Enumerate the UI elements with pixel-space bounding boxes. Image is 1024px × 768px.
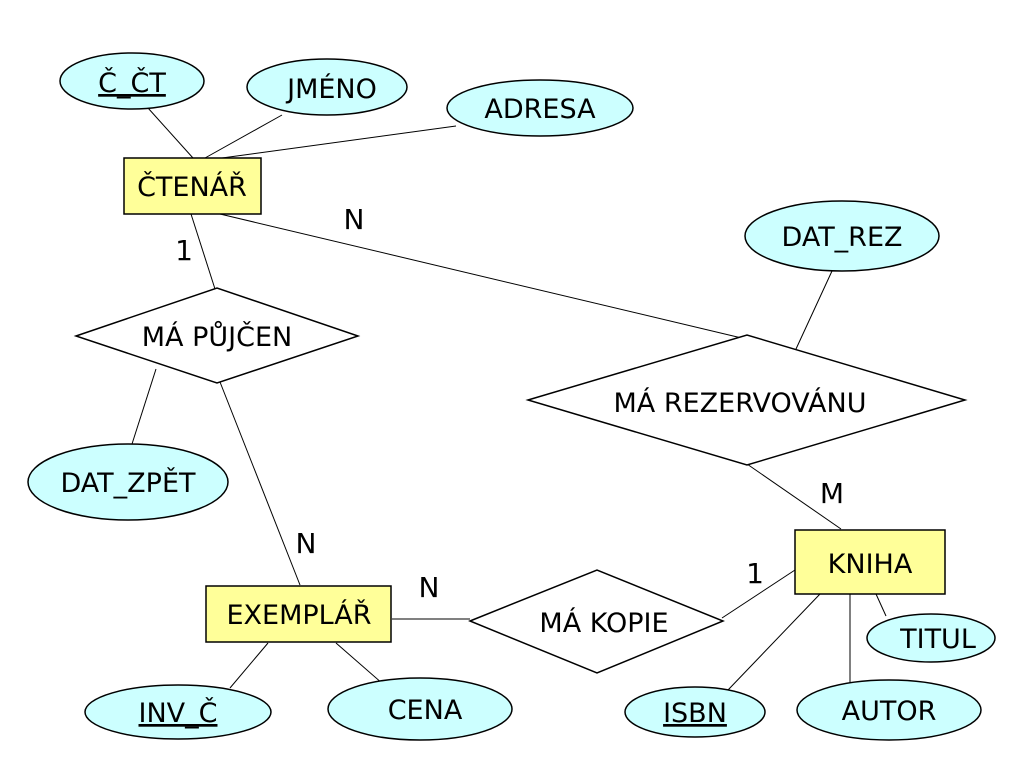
connector-lines [131,107,887,691]
cardinality-ctenar-rezerv: N [344,203,365,236]
attribute-dat-rez-label: DAT_REZ [782,222,903,253]
line-exemplar-cena [335,642,384,685]
attribute-jmeno-label: JMÉNO [285,73,377,105]
attribute-adresa-label: ADRESA [484,94,596,125]
attribute-inv-c-label: INV_Č [139,697,218,729]
relationship-ma-rezervovanu-label: MÁ REZERVOVÁNU [614,387,867,419]
attribute-autor-label: AUTOR [842,696,937,727]
attribute-adresa: ADRESA [446,79,634,137]
attribute-titul: TITUL [866,613,996,663]
relationship-ma-pujcen-label: MÁ PŮJČEN [142,321,292,353]
attribute-dat-zpet: DAT_ZPĚT [27,443,229,521]
attribute-dat-rez: DAT_REZ [744,200,940,272]
attribute-isbn-label: ISBN [663,698,727,729]
relationship-ma-rezervovanu: MÁ REZERVOVÁNU [525,334,968,466]
entity-ctenar-label: ČTENÁŘ [137,171,247,203]
line-kniha-titul [875,593,887,617]
entity-exemplar-label: EXEMPLÁŘ [226,599,371,631]
cardinality-pujcen-exemplar: N [296,527,317,560]
cardinality-rezerv-kniha: M [820,477,844,510]
relationship-ma-kopie: MÁ KOPIE [468,569,725,674]
relationship-ma-pujcen: MÁ PŮJČEN [73,287,361,384]
line-rezerv-kniha [746,463,842,530]
attribute-jmeno: JMÉNO [246,58,408,116]
line-adresa-ctenar [221,125,457,159]
line-exemplar-invc [229,642,269,689]
line-pujcen-exemplar [219,381,301,586]
line-cct-ctenar [147,107,194,159]
attribute-c-ct: Č_ČT [59,52,205,110]
attribute-c-ct-label: Č_ČT [98,67,166,99]
attribute-cena: CENA [327,677,513,741]
line-datrez-rezerv [795,270,833,350]
attribute-inv-c: INV_Č [84,684,272,740]
entity-exemplar: EXEMPLÁŘ [205,585,392,643]
entity-kniha-label: KNIHA [828,549,913,580]
entity-kniha: KNIHA [794,529,946,595]
attribute-dat-zpet-label: DAT_ZPĚT [60,467,196,499]
attribute-isbn: ISBN [624,686,766,738]
line-ctenar-pujcen [190,213,216,290]
cardinality-kopie-kniha: 1 [746,557,764,590]
line-kopie-kniha [721,569,796,619]
line-ctenar-rezerv [219,213,751,341]
cardinality-exemplar-kopie: N [419,571,440,604]
attribute-cena-label: CENA [388,695,463,726]
relationship-ma-kopie-label: MÁ KOPIE [539,607,668,639]
line-kniha-isbn [727,593,821,691]
entity-ctenar: ČTENÁŘ [123,157,262,215]
line-jmeno-ctenar [204,114,283,159]
attribute-titul-label: TITUL [899,624,976,655]
cardinality-ctenar-pujcen: 1 [175,234,193,267]
attribute-autor: AUTOR [796,679,982,741]
line-pujcen-datzpet [131,368,157,445]
